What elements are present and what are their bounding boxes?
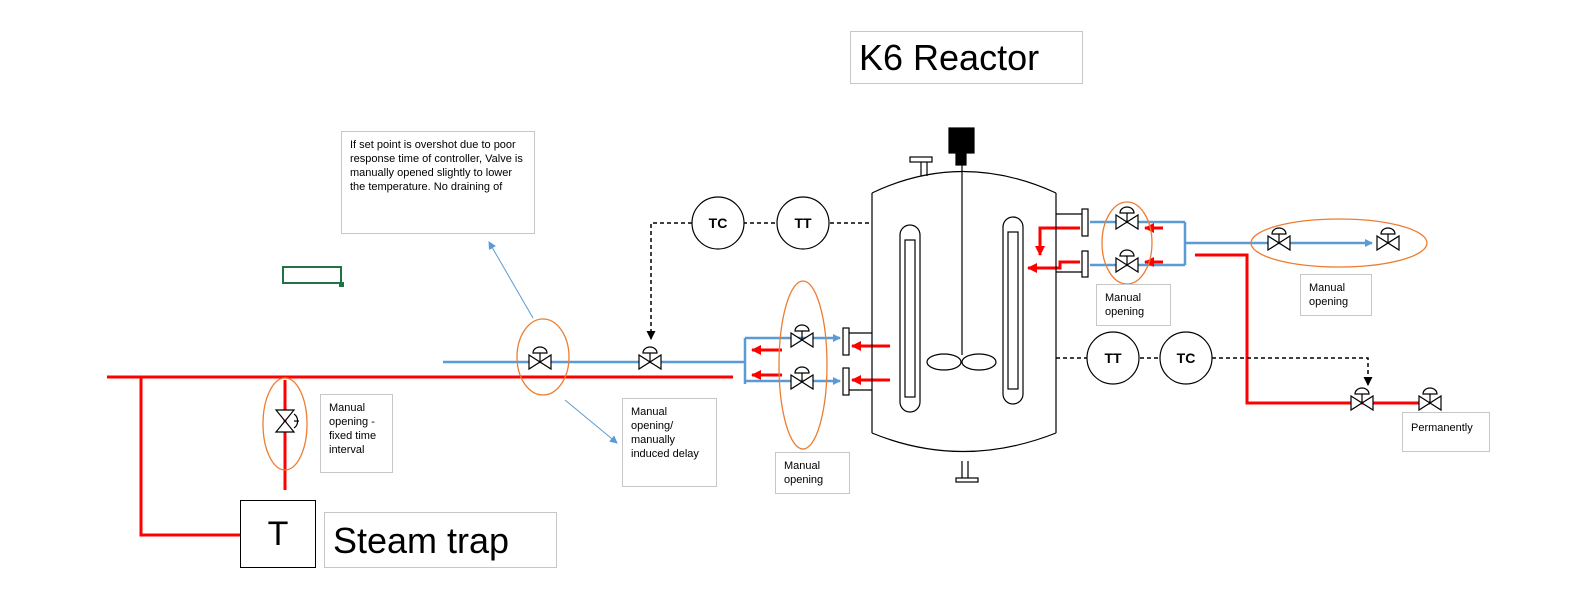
jacket-outlet-valve-bottom[interactable] <box>1115 249 1139 273</box>
steam-trap-label: Steam trap <box>324 512 557 568</box>
baffle-left <box>899 224 921 413</box>
note-manual-center: Manual opening <box>775 452 850 494</box>
cell-fill-handle[interactable] <box>339 282 344 287</box>
note-manual-right: Manual opening <box>1300 274 1372 316</box>
jacket-nozzles <box>842 208 1089 396</box>
svg-text:TC: TC <box>1177 350 1196 366</box>
note-manual-fixed: Manual opening - fixed time interval <box>320 394 393 473</box>
instrument-tc-right[interactable]: TC <box>1159 331 1213 385</box>
svg-text:TT: TT <box>1104 350 1122 366</box>
jacket-inlet-valve-bottom[interactable] <box>790 366 814 390</box>
note-manual-delay: Manual opening/ manually induced delay <box>622 398 717 487</box>
jacket-inlet-valve-top[interactable] <box>790 324 814 348</box>
steam-trap-valve[interactable] <box>274 409 299 433</box>
note-manual-jacket: Manual opening <box>1096 284 1171 326</box>
steam-trap-branch <box>139 377 240 537</box>
note-permanently: Permanently <box>1402 412 1490 452</box>
instrument-tt-top[interactable]: TT <box>776 196 830 250</box>
steam-trap-symbol: T <box>240 500 316 568</box>
diagram-title: K6 Reactor <box>850 31 1083 84</box>
jacket-outlet-valve-top[interactable] <box>1115 206 1139 230</box>
control-valve-water[interactable] <box>638 346 662 370</box>
steam-return-right <box>1195 253 1430 405</box>
water-lines <box>443 220 1373 385</box>
signal-lines <box>646 222 1373 386</box>
svg-text:TC: TC <box>709 215 728 231</box>
selected-cell[interactable] <box>282 266 342 284</box>
steam-control-valve[interactable] <box>1350 387 1374 411</box>
instrument-tc-top[interactable]: TC <box>691 196 745 250</box>
reactor-vessel <box>871 127 1057 483</box>
outlet-valve-1[interactable] <box>1267 227 1291 251</box>
steam-flow-arrows <box>751 223 1163 385</box>
svg-text:TT: TT <box>794 215 812 231</box>
outlet-valve-2[interactable] <box>1376 227 1400 251</box>
baffle-right <box>1002 216 1024 405</box>
agitator-motor <box>948 127 975 154</box>
callout-arrows <box>488 241 618 444</box>
note-setpoint: If set point is overshot due to poor res… <box>341 131 535 234</box>
agitator-blade-left <box>926 353 962 371</box>
agitator-blade-right <box>961 353 997 371</box>
instrument-tt-right[interactable]: TT <box>1086 331 1140 385</box>
manual-bypass-valve[interactable] <box>528 346 552 370</box>
steam-permanent-valve[interactable] <box>1418 387 1442 411</box>
steam-lines <box>107 253 1430 537</box>
highlight-ellipses <box>262 201 1428 471</box>
